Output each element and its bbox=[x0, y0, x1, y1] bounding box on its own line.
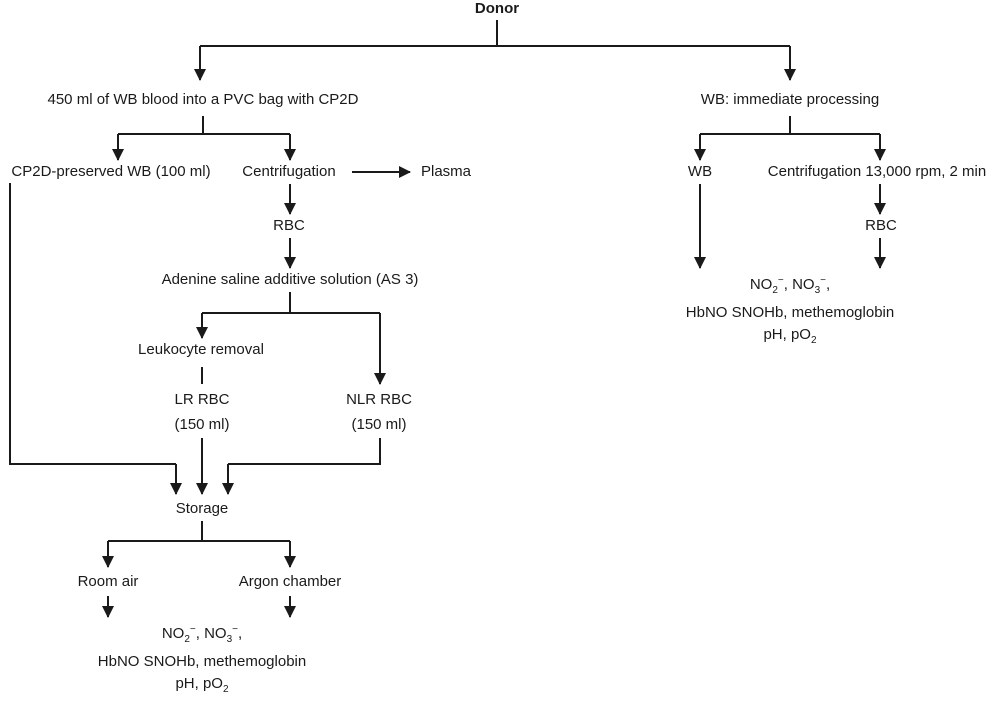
connector-nlr-down bbox=[228, 438, 381, 465]
connector-additive-split bbox=[202, 292, 380, 314]
leukocyte-removal-label: Leukocyte removal bbox=[138, 341, 264, 358]
nlr-rbc-label: NLR RBC bbox=[346, 391, 412, 408]
connector-collection-split bbox=[118, 116, 290, 135]
hemoglobin-line: HbNO SNOHb, methemoglobin bbox=[685, 304, 895, 321]
connector-preserved-wb-down bbox=[9, 183, 176, 465]
measurements-left: NO2−, NO3−, HbNO SNOHb, methemoglobin pH… bbox=[98, 619, 306, 701]
collection-label: 450 ml of WB blood into a PVC bag with C… bbox=[47, 91, 359, 108]
preserved-wb-label: CP2D-preserved WB (100 ml) bbox=[11, 163, 211, 180]
lr-rbc-volume: (150 ml) bbox=[174, 416, 230, 433]
right-rbc-label: RBC bbox=[865, 217, 897, 234]
centrifugation-label: Centrifugation bbox=[242, 163, 336, 180]
plasma-label: Plasma bbox=[420, 163, 472, 180]
connector-immediate-split bbox=[700, 116, 880, 135]
right-centrifugation-label: Centrifugation 13,000 rpm, 2 min bbox=[767, 163, 987, 180]
nitrite-nitrate-line: NO2−, NO3−, bbox=[161, 624, 243, 645]
rbc-label: RBC bbox=[273, 217, 305, 234]
nitrite-nitrate-line: NO2−, NO3−, bbox=[749, 275, 831, 296]
immediate-processing-label: WB: immediate processing bbox=[700, 91, 880, 108]
additive-label: Adenine saline additive solution (AS 3) bbox=[161, 271, 419, 288]
connector-donor-split bbox=[200, 20, 790, 47]
room-air-label: Room air bbox=[77, 573, 139, 590]
lr-rbc-label: LR RBC bbox=[174, 391, 230, 408]
donor-label: Donor bbox=[474, 0, 520, 17]
hemoglobin-line: HbNO SNOHb, methemoglobin bbox=[97, 653, 307, 670]
nlr-rbc-volume: (150 ml) bbox=[351, 416, 407, 433]
measurements-right: NO2−, NO3−, HbNO SNOHb, methemoglobin pH… bbox=[686, 270, 894, 352]
ph-po2-line: pH, pO2 bbox=[175, 675, 229, 695]
argon-chamber-label: Argon chamber bbox=[238, 573, 342, 590]
ph-po2-line: pH, pO2 bbox=[763, 326, 817, 346]
right-wb-label: WB bbox=[687, 163, 713, 180]
storage-label: Storage bbox=[175, 500, 229, 517]
connector-storage-split bbox=[108, 521, 290, 542]
